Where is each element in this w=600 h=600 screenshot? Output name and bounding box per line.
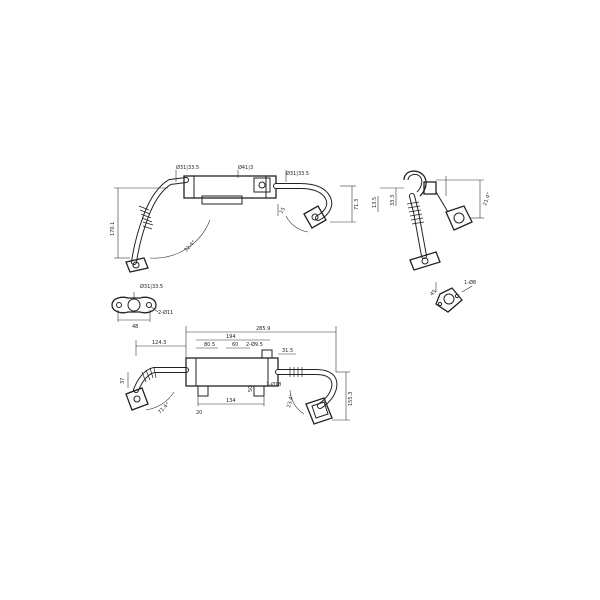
top-left-flange-right: [303, 205, 327, 229]
dim-label: 13.5: [372, 197, 378, 208]
flange-right-bore: [443, 293, 455, 305]
dim-label: Ø31|33.5: [140, 283, 163, 290]
dim-label: 23.4°: [286, 393, 295, 408]
bottom-flange-left: [125, 387, 149, 411]
bottom-view: [125, 326, 350, 425]
dim-label: 15: [279, 206, 287, 215]
bottom-cooler-body: [185, 357, 279, 387]
dim-label: Ø31|33.5: [176, 164, 199, 171]
top-left-bellows: [138, 205, 154, 230]
top-right-dim-labels: 13.5 33.3 21.4°: [372, 191, 493, 208]
dim-label: 134: [226, 398, 236, 404]
top-left-cooler-body: [183, 175, 277, 199]
dim-label: 2-Ø18: [266, 381, 281, 388]
dim-label: 1-Ø8: [464, 279, 476, 286]
dim-label: 71.3: [354, 199, 360, 210]
dim-label: 124.3: [152, 340, 166, 346]
dim-label: 71.4°: [157, 401, 171, 415]
dim-label: 80.5: [204, 342, 215, 348]
flange-right-outline: [435, 287, 463, 313]
dim-label: 2-Ø11: [158, 309, 173, 316]
dim-label: 20: [196, 410, 202, 416]
dim-label: 194: [226, 334, 236, 340]
flange-left-view: [111, 292, 159, 322]
flange-left-outline: [111, 296, 157, 314]
dim-label: 60: [232, 342, 238, 348]
dim-label: 50: [248, 386, 254, 392]
dim-label: 32.4°: [183, 239, 197, 253]
flange-right-view: [435, 282, 473, 313]
top-right-flange-side: [445, 205, 473, 231]
top-right-view: [377, 170, 484, 271]
dim-label: Ø41|3: [238, 164, 253, 171]
top-right-flange-bottom: [409, 251, 441, 271]
bottom-dim-labels: 285.9 124.3 194 80.5 60 2-Ø9.5 31.5 37 2…: [120, 326, 354, 416]
top-left-flange-lower: [125, 257, 149, 273]
dim-label: 21.4°: [482, 191, 492, 206]
flange-left-bore: [127, 298, 141, 312]
top-left-view: [114, 170, 356, 273]
bottom-flange-right: [305, 397, 333, 425]
dim-label: 2-Ø9.5: [246, 341, 263, 348]
dim-label: 170.1: [110, 222, 116, 236]
top-right-bracket: [423, 181, 437, 195]
flange-left-dim-labels: Ø31|33.5 2-Ø11 48: [132, 283, 173, 330]
dim-label: 285.9: [256, 326, 270, 332]
dim-label: 155.3: [348, 392, 354, 406]
dim-label: Ø31|33.5: [286, 170, 309, 177]
dim-label: 33.3: [390, 195, 396, 206]
dim-label: 31.5: [282, 348, 293, 354]
dim-label: 45: [429, 289, 438, 298]
dim-label: 48: [132, 324, 138, 330]
flange-right-dim-labels: 45 1-Ø8: [429, 279, 476, 297]
dim-label: 37: [120, 378, 126, 384]
